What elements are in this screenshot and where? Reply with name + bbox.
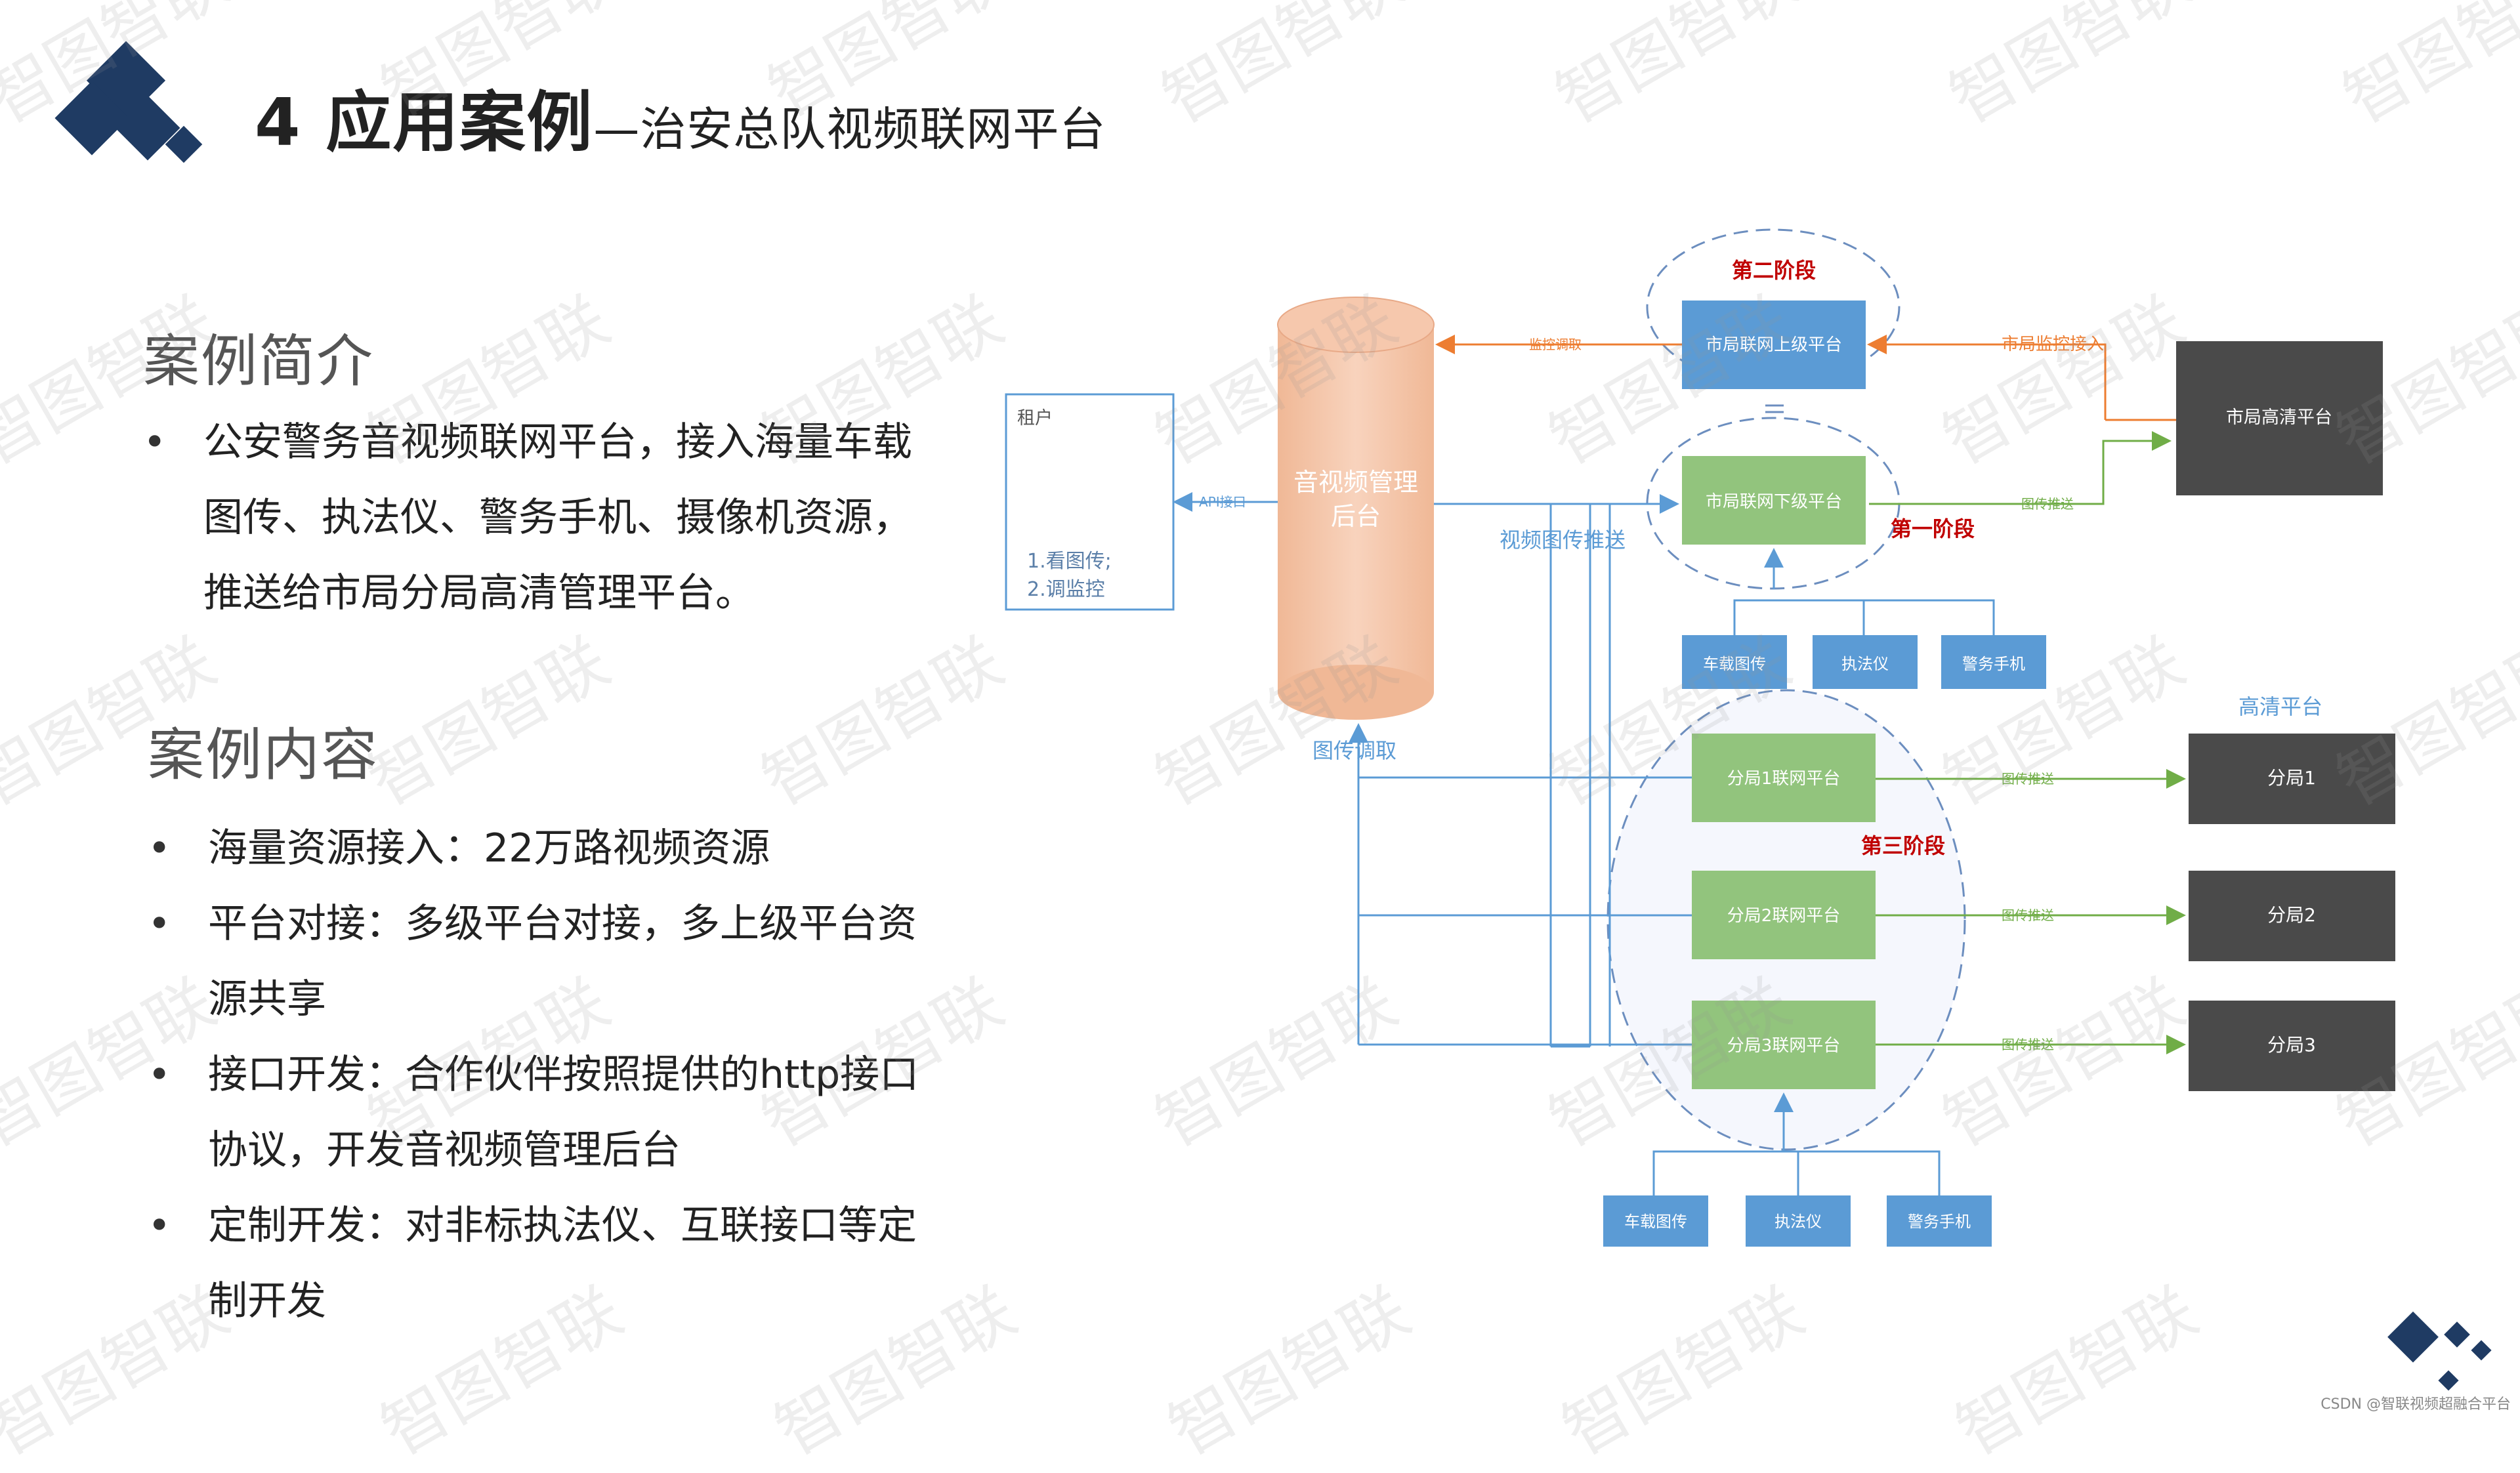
device-label-lower: 警务手机 xyxy=(1908,1213,1971,1231)
branch2-platform-label: 分局2联网平台 xyxy=(1727,906,1841,926)
city-monitor-arrow xyxy=(1867,335,2107,420)
stage3-label: 第三阶段 xyxy=(1861,833,1945,858)
watermark-text: 智图智联 xyxy=(1156,1272,1422,1470)
hd-platform-label: 市局高清平台 xyxy=(2226,407,2332,428)
edge-label-monitor-fetch: 监控调取 xyxy=(1529,337,1582,352)
edge-label-video-push: 视频图传推送 xyxy=(1500,528,1626,552)
watermark-text: 智图智联 xyxy=(1544,0,1809,138)
page-title: 4 应用案例—治安总队视频联网平台 xyxy=(255,69,1106,164)
tenant-box xyxy=(1005,393,1175,611)
content-item: •平台对接：多级平台对接，多上级平台资 xyxy=(148,886,919,962)
edge-label-img-fetch: 图传调取 xyxy=(1312,738,1396,763)
device-label: 车载图传 xyxy=(1703,655,1766,673)
architecture-diagram: 租户 1.看图传; 2.调监控 音视频管理 后台 API接口 市局联网上级平台 … xyxy=(984,217,2474,1262)
tenant-item: 2.调监控 xyxy=(1027,578,1105,601)
footer-credit: CSDN @智联视频超融合平台 xyxy=(2320,1396,2511,1413)
bullet-dot: • xyxy=(148,901,171,947)
device-box xyxy=(1682,635,1787,689)
device-box xyxy=(1941,635,2046,689)
intro-list: •公安警务音视频联网平台，接入海量车载 图传、执法仪、警务手机、摄像机资源， 推… xyxy=(143,405,912,631)
bullet-dot: • xyxy=(148,1052,171,1098)
intro-item: •公安警务音视频联网平台，接入海量车载 xyxy=(143,405,912,480)
bullet-dot: • xyxy=(148,1203,171,1249)
device-box-lower xyxy=(1603,1195,1708,1247)
edge-label-branch3-push: 图传推送 xyxy=(2002,1037,2054,1052)
device-label: 执法仪 xyxy=(1841,655,1889,673)
content-item: •接口开发：合作伙伴按照提供的http接口 xyxy=(148,1037,919,1113)
device-label-lower: 执法仪 xyxy=(1774,1213,1822,1231)
branch-hd-label: 分局3 xyxy=(2267,1034,2316,1056)
device-box-lower xyxy=(1746,1195,1851,1247)
hd-group-label: 高清平台 xyxy=(2238,694,2322,719)
hd-platform-box xyxy=(2176,341,2383,495)
watermark-text: 智图智联 xyxy=(1937,0,2203,138)
branch1-platform-label: 分局1联网平台 xyxy=(1727,769,1841,789)
intro-item: 推送给市局分局高清管理平台。 xyxy=(203,570,755,616)
branch2-platform-box xyxy=(1692,871,1876,959)
tenant-title: 租户 xyxy=(1017,408,1053,428)
device-label: 警务手机 xyxy=(1962,655,2025,673)
content-heading: 案例内容 xyxy=(148,722,379,788)
branch-hd-box xyxy=(2189,1001,2395,1091)
lower-to-hd-arrow xyxy=(1869,431,2172,505)
title-sub: —治安总队视频联网平台 xyxy=(593,102,1106,156)
content-list: •海量资源接入：22万路视频资源 •平台对接：多级平台对接，多上级平台资 源共享… xyxy=(148,811,919,1339)
content-item: 协议，开发音视频管理后台 xyxy=(208,1127,681,1173)
device-hub-line-lower xyxy=(1652,1150,1941,1195)
lower-platform-box xyxy=(1682,456,1866,545)
brand-logo xyxy=(54,41,203,163)
branch-hd-box xyxy=(2189,734,2395,824)
edge-label-api: API接口 xyxy=(1199,494,1246,510)
edge-label-branch2-push: 图传推送 xyxy=(2002,907,2054,923)
watermark-text: 智图智联 xyxy=(2331,0,2520,138)
content-item: 源共享 xyxy=(208,976,326,1022)
branch-hd-label: 分局1 xyxy=(2267,767,2316,789)
backend-cylinder xyxy=(1277,297,1435,720)
edge-label-branch1-push: 图传推送 xyxy=(2002,771,2054,787)
branch-hd-box xyxy=(2189,871,2395,961)
watermark-text: 智图智联 xyxy=(749,623,1015,821)
tenant-item: 1.看图传; xyxy=(1027,550,1112,573)
lower-platform-label: 市局联网下级平台 xyxy=(1706,492,1842,512)
upper-platform-label: 市局联网上级平台 xyxy=(1706,335,1842,355)
branch1-platform-box xyxy=(1692,734,1876,822)
watermark-text: 智图智联 xyxy=(1944,1272,2210,1470)
backend-label-2: 后台 xyxy=(1331,502,1381,531)
device-box xyxy=(1813,635,1918,689)
branch-hd-label: 分局2 xyxy=(2267,904,2316,926)
content-item: 制开发 xyxy=(208,1278,326,1324)
content-item: •海量资源接入：22万路视频资源 xyxy=(148,811,919,886)
brand-logo-small xyxy=(2387,1311,2492,1391)
bullet-dot: • xyxy=(148,825,171,871)
content-item: •定制开发：对非标执法仪、互联接口等定 xyxy=(148,1188,919,1264)
watermark-text: 智图智联 xyxy=(1550,1272,1816,1470)
device-hub-line xyxy=(1734,589,1774,600)
watermark-text: 智图智联 xyxy=(356,623,621,821)
upper-platform-box xyxy=(1682,301,1866,389)
branch3-platform-label: 分局3联网平台 xyxy=(1727,1036,1841,1056)
device-box-lower xyxy=(1887,1195,1992,1247)
device-label-lower: 车载图传 xyxy=(1624,1213,1687,1231)
intro-item: 图传、执法仪、警务手机、摄像机资源， xyxy=(203,495,912,541)
title-main: 4 应用案例 xyxy=(255,84,594,161)
watermark-text: 智图智联 xyxy=(1150,0,1416,138)
stage2-label: 第二阶段 xyxy=(1732,258,1816,283)
branch3-platform-box xyxy=(1692,1001,1876,1089)
backend-label-1: 音视频管理 xyxy=(1293,468,1418,497)
stage1-label: 第一阶段 xyxy=(1891,516,1975,541)
intro-heading: 案例简介 xyxy=(143,329,374,394)
edge-label-img-push: 图传推送 xyxy=(2021,496,2074,512)
edge-label-city-monitor: 市局监控接入 xyxy=(2002,335,2104,354)
architecture-svg: 租户 1.看图传; 2.调监控 音视频管理 后台 API接口 市局联网上级平台 … xyxy=(1005,228,2395,1247)
bullet-dot: • xyxy=(143,419,167,465)
